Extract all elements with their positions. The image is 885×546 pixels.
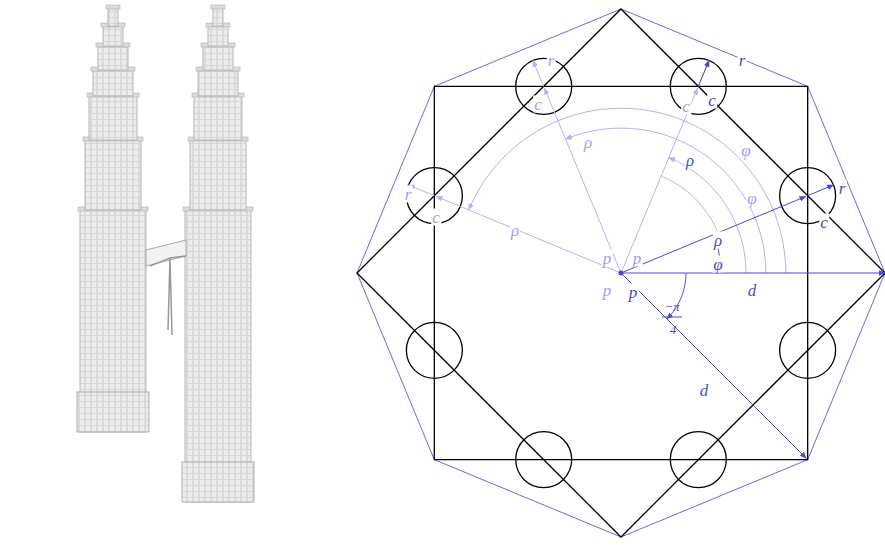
tower-tier (213, 8, 223, 26)
construction-line (621, 88, 698, 273)
column-circle (406, 322, 462, 378)
tower-tier (198, 70, 238, 96)
construction-line (621, 273, 806, 458)
angle-arc (661, 176, 718, 233)
tower-tier (85, 140, 141, 210)
math-symbol: r (404, 186, 413, 203)
towers-render (77, 5, 254, 502)
math-symbol: d (699, 382, 710, 399)
construction-line (621, 196, 806, 273)
center-point (619, 271, 624, 276)
tower-base (77, 392, 149, 432)
math-symbol: −π (663, 300, 680, 313)
math-symbol: ρ (685, 152, 695, 169)
construction-line (436, 196, 621, 273)
math-symbol: p (632, 250, 643, 267)
tower-tier (203, 46, 233, 70)
construction-line (409, 185, 435, 196)
math-symbol: c (707, 92, 717, 109)
tower-tier (89, 96, 137, 140)
math-symbol: ρ (713, 232, 723, 249)
math-symbol: p (602, 250, 613, 267)
column-circle (670, 58, 726, 114)
math-symbol: p (602, 282, 613, 299)
construction-line (533, 61, 544, 87)
tower-tier (190, 140, 246, 210)
math-symbol: φ (740, 142, 751, 159)
math-symbol: ρ (510, 222, 520, 239)
math-symbol: c (681, 98, 691, 115)
math-symbol: φ (746, 190, 757, 207)
construction-line (544, 88, 621, 273)
octagon (357, 9, 885, 537)
column-circle (516, 432, 572, 488)
math-symbol: p (628, 284, 639, 301)
tower-tier (103, 26, 123, 46)
math-symbol: d (747, 282, 758, 299)
math-symbol: ρ (583, 134, 593, 151)
angle-arc (566, 128, 766, 273)
tier-ring (211, 5, 225, 9)
construction-line (621, 273, 885, 274)
angle-arc (469, 108, 786, 273)
math-symbol: c (819, 214, 829, 231)
math-symbol: r (838, 180, 847, 197)
math-symbol: r (547, 52, 556, 69)
math-symbol: φ (712, 256, 723, 273)
tower-base (182, 462, 254, 502)
geometry-diagram (357, 9, 885, 537)
construction-line (698, 61, 709, 87)
angle-arc (669, 158, 746, 273)
column-circle (670, 432, 726, 488)
tier-ring (106, 5, 120, 9)
tower-tier (185, 210, 251, 502)
construction-line (698, 61, 709, 87)
tower-tier (208, 26, 228, 46)
fraction-bar (662, 317, 682, 318)
bridge-legs (150, 256, 186, 335)
math-symbol: c (431, 209, 441, 226)
tower-tier (194, 96, 242, 140)
tower-tier (93, 70, 133, 96)
tower-tier (98, 46, 128, 70)
construction-line (808, 185, 834, 196)
skybridge (146, 240, 186, 266)
column-circle (780, 322, 836, 378)
math-symbol: c (533, 96, 543, 113)
square (357, 9, 885, 537)
tower-tier (108, 8, 118, 26)
column-circle (516, 58, 572, 114)
math-symbol: r (738, 52, 747, 69)
math-symbol: 4 (669, 323, 678, 336)
